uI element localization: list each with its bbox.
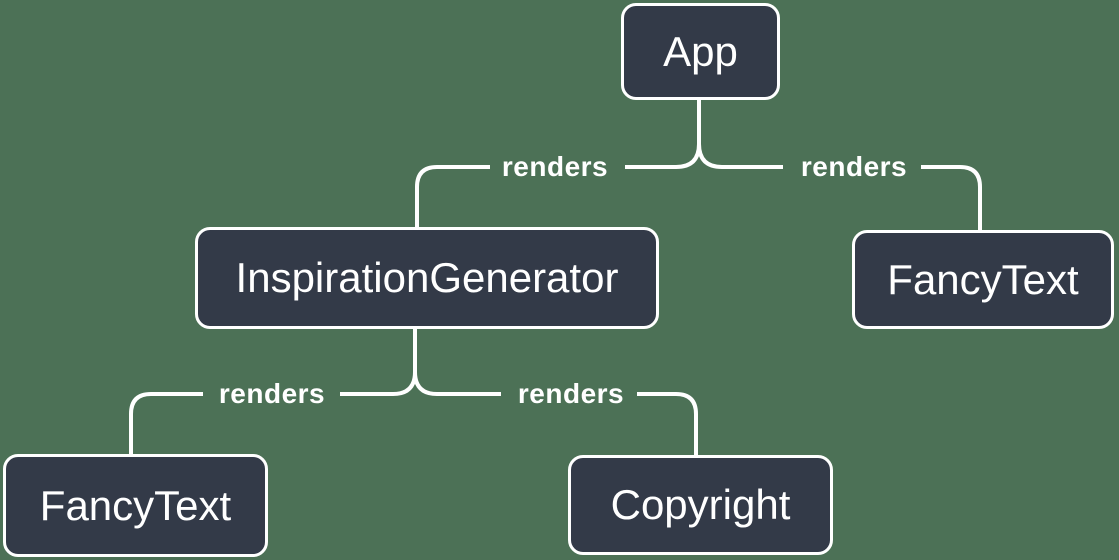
tree-node-app: App bbox=[621, 3, 780, 100]
tree-node-inspiration-generator: InspirationGenerator bbox=[195, 227, 659, 329]
tree-node-fancy-text-bottom-left-label: FancyText bbox=[39, 481, 232, 529]
edge-app-to-fancytext bbox=[697, 143, 982, 230]
tree-node-app-label: App bbox=[663, 27, 738, 75]
edge-label-renders-inspirationgenerator-copyright: renders bbox=[517, 378, 625, 409]
edge-label-renders-app-inspirationgenerator: renders bbox=[501, 151, 609, 182]
tree-node-copyright-label: Copyright bbox=[610, 481, 791, 528]
tree-node-inspiration-generator-label: InspirationGenerator bbox=[235, 254, 619, 301]
edge-label-renders-app-fancytext: renders bbox=[800, 151, 908, 182]
edge-label-renders-inspirationgenerator-fancytext: renders bbox=[218, 378, 326, 409]
edge-inspirationgenerator-to-copyright bbox=[413, 371, 698, 455]
tree-node-fancy-text-bottom-left: FancyText bbox=[3, 454, 268, 557]
tree-node-fancy-text-top-right: FancyText bbox=[852, 230, 1114, 329]
tree-node-copyright: Copyright bbox=[568, 455, 833, 555]
tree-node-fancy-text-top-right-label: FancyText bbox=[887, 255, 1079, 303]
